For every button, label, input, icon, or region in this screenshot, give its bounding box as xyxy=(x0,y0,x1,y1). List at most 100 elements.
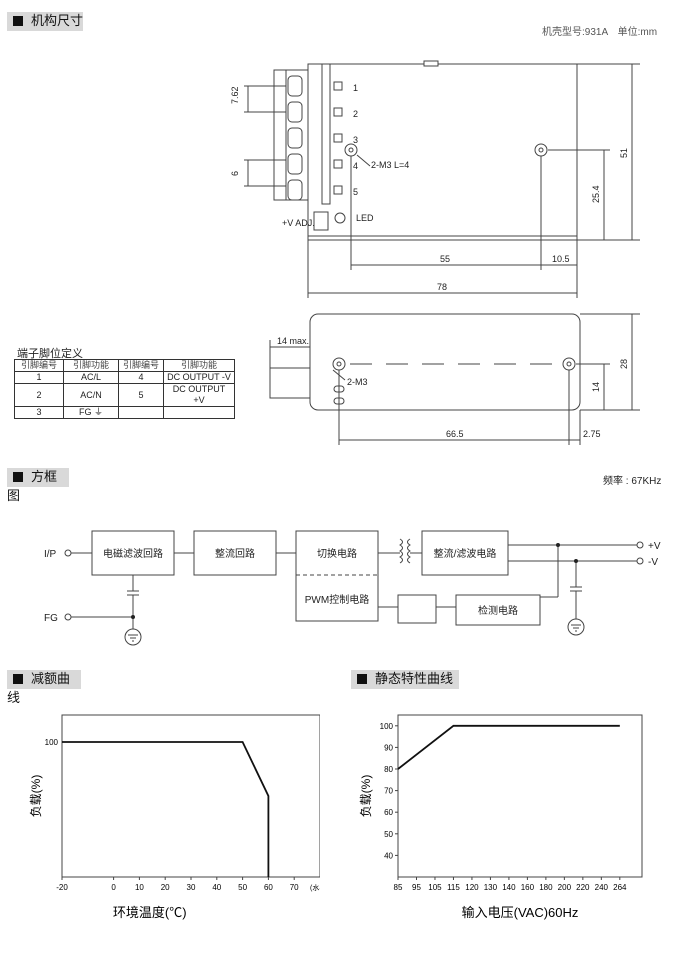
section-header-mechanical: 机构尺寸 xyxy=(7,12,83,31)
ip-label: I/P xyxy=(44,549,57,560)
table-cell: 4 xyxy=(118,371,164,384)
pin-label: 2 xyxy=(353,109,358,119)
x-tick-label: 60 xyxy=(264,883,273,892)
x-tick-label: 40 xyxy=(212,883,221,892)
pwm-label: PWM控制电路 xyxy=(305,593,369,606)
section-title: 静态特性曲线 xyxy=(375,672,454,687)
y-tick-label: 90 xyxy=(384,743,393,752)
table-cell: AC/N xyxy=(63,383,119,407)
dim-label: 14 xyxy=(591,382,601,392)
detect-block xyxy=(455,594,541,626)
ip-terminal xyxy=(64,549,72,557)
table-header-row: 引脚编号 引脚功能 引脚编号 引脚功能 xyxy=(14,359,235,372)
case-info: 机壳型号:931A 单位:mm xyxy=(542,27,658,38)
dim-label: 28 xyxy=(619,359,629,369)
rectifier-label: 整流回路 xyxy=(215,547,255,560)
optocoupler-block xyxy=(397,594,437,624)
led-label: LED xyxy=(356,213,374,223)
section-header-derating: 减额曲线 xyxy=(7,670,81,706)
switch-pwm-block xyxy=(295,530,379,622)
y-tick-label: 100 xyxy=(45,738,59,747)
section-header-block: 方框图 xyxy=(7,468,69,504)
plot-frame xyxy=(397,714,643,878)
table-header: 引脚编号 xyxy=(118,359,164,372)
x-tick-label: 10 xyxy=(135,883,144,892)
table-cell: 1 xyxy=(14,371,64,384)
pin-label: 5 xyxy=(353,187,358,197)
block-diagram: I/P FG 电磁滤波回路 整流回路 切换电路 PWM控制电路 整流/滤波电路 … xyxy=(44,530,661,646)
series-line xyxy=(62,741,270,877)
x-tick-label: 105 xyxy=(428,883,442,892)
table-row: 1 AC/L 4 DC OUTPUT -V xyxy=(14,371,235,384)
x-tick-label: 70 xyxy=(290,883,299,892)
table-header: 引脚功能 xyxy=(163,359,235,372)
table-cell: AC/L xyxy=(63,371,119,384)
x-tick-label: 0 xyxy=(111,883,116,892)
x-tick-label: 115 xyxy=(447,883,460,892)
x-tick-label: 20 xyxy=(161,883,170,892)
pin-label: 1 xyxy=(353,83,358,93)
fg-terminal xyxy=(64,613,72,621)
pin-label: 4 xyxy=(353,161,358,171)
dim-label: 10.5 xyxy=(552,254,570,264)
x-axis-title: 环境温度(℃) xyxy=(113,905,187,920)
dim-label: 78 xyxy=(437,282,447,292)
x-tick-label: -20 xyxy=(56,883,68,892)
pin-label: 3 xyxy=(353,135,358,145)
screw-label: 2-M3 L=4 xyxy=(371,160,409,170)
dim-label: 51 xyxy=(619,148,629,158)
x-axis-title: 输入电压(VAC)60Hz xyxy=(462,905,579,920)
plot-frame xyxy=(61,714,320,878)
table-cell xyxy=(118,406,164,419)
dim-label: 14 max. xyxy=(277,336,309,346)
table-cell: 2 xyxy=(14,383,64,407)
pin-table: 引脚编号 引脚功能 引脚编号 引脚功能 1 AC/L 4 DC OUTPUT -… xyxy=(14,359,235,419)
y-tick-label: 70 xyxy=(384,787,393,796)
section-header-static: 静态特性曲线 xyxy=(351,670,459,689)
table-cell: FG ⏚ xyxy=(63,406,119,419)
x-tick-label: 200 xyxy=(558,883,572,892)
y-tick-label: 50 xyxy=(384,830,393,839)
x-tick-label: 264 xyxy=(613,883,627,892)
section-title: 方框图 xyxy=(7,470,58,504)
table-cell xyxy=(163,406,235,419)
square-bullet-icon xyxy=(13,674,23,684)
y-tick-label: 60 xyxy=(384,808,393,817)
x-tick-label: 95 xyxy=(412,883,421,892)
y-axis-title: 负载(%) xyxy=(359,775,373,818)
x-tick-label: 120 xyxy=(465,883,479,892)
y-tick-label: 100 xyxy=(380,722,394,731)
screw-label: 2-M3 xyxy=(347,377,368,387)
x-tick-label: 160 xyxy=(521,883,535,892)
section-title: 机构尺寸 xyxy=(31,14,84,29)
table-row: 3 FG ⏚ xyxy=(14,406,235,419)
table-cell: 3 xyxy=(14,406,64,419)
emi-label: 电磁滤波回路 xyxy=(103,547,163,560)
square-bullet-icon xyxy=(357,674,367,684)
x-tick-label: 140 xyxy=(502,883,516,892)
x-unit-label: (水平) xyxy=(310,883,320,892)
case-top-outline xyxy=(307,63,578,241)
table-cell: 5 xyxy=(118,383,164,407)
x-tick-label: 180 xyxy=(539,883,553,892)
table-header: 引脚编号 xyxy=(14,359,64,372)
dim-label: 6 xyxy=(230,171,240,176)
x-tick-label: 30 xyxy=(187,883,196,892)
fg-label: FG xyxy=(44,613,58,624)
table-header: 引脚功能 xyxy=(63,359,119,372)
vadj-label: +V ADJ. xyxy=(282,218,315,228)
dim-label: 55 xyxy=(440,254,450,264)
pin-table-title: 端子脚位定义 xyxy=(17,347,83,360)
series-line xyxy=(397,724,620,770)
output-rectifier-label: 整流/滤波电路 xyxy=(434,547,497,560)
x-tick-label: 130 xyxy=(484,883,498,892)
x-tick-label: 85 xyxy=(394,883,403,892)
vplus-label: +V xyxy=(648,541,661,552)
terminal-slots xyxy=(287,75,303,201)
dim-label: 66.5 xyxy=(446,429,464,439)
detect-label: 检测电路 xyxy=(478,604,518,617)
mechanical-drawing: 1 2 3 4 5 2-M3 L=4 LED +V ADJ. 7.62 6 51… xyxy=(230,60,640,445)
x-tick-label: 220 xyxy=(576,883,590,892)
